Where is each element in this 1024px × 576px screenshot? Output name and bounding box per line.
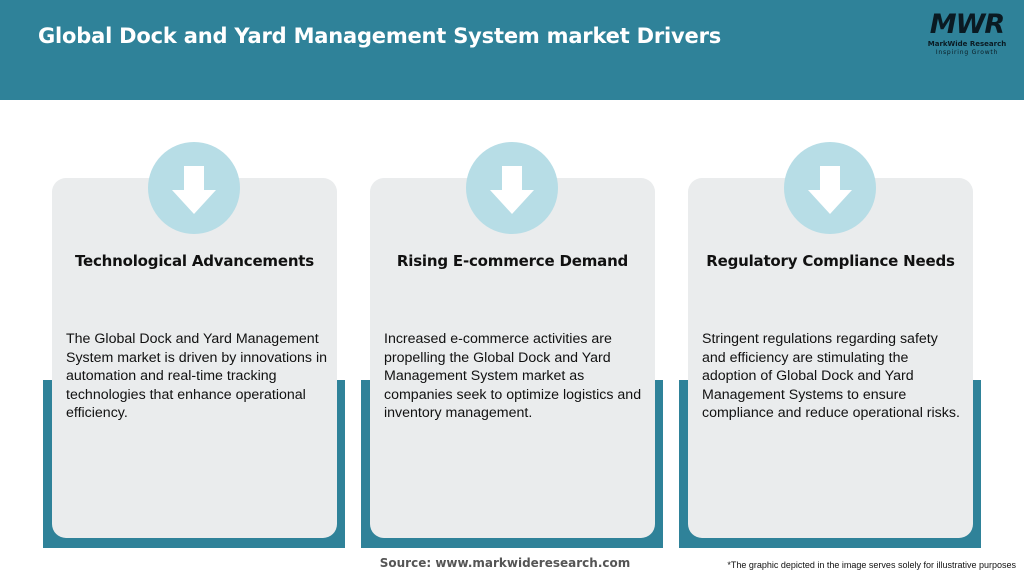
driver-card-1: Technological Advancements The Global Do…	[43, 142, 348, 548]
page-title: Global Dock and Yard Management System m…	[38, 24, 722, 48]
down-arrow-icon	[148, 142, 240, 234]
card-title: Rising E-commerce Demand	[396, 252, 629, 270]
logo-mark: MWR	[929, 9, 1005, 40]
card-description: Increased e-commerce activities are prop…	[384, 331, 642, 421]
header-banner: Global Dock and Yard Management System m…	[0, 0, 1024, 100]
source-credit: Source: www.markwideresearch.com	[379, 556, 631, 570]
logo-tagline: Inspiring Growth	[935, 49, 999, 56]
card-title: Regulatory Compliance Needs	[706, 252, 955, 270]
brand-logo: MWR MarkWide Research Inspiring Growth	[922, 10, 1012, 58]
card-panel: Technological Advancements The Global Do…	[52, 142, 337, 538]
card-description: The Global Dock and Yard Management Syst…	[66, 331, 328, 421]
down-arrow-icon	[466, 142, 558, 234]
card-panel: Rising E-commerce Demand Increased e-com…	[370, 142, 655, 538]
disclaimer-note: *The graphic depicted in the image serve…	[727, 560, 1016, 570]
logo-name: MarkWide Research	[927, 40, 1007, 48]
card-panel: Regulatory Compliance Needs Stringent re…	[688, 142, 973, 538]
card-description: Stringent regulations regarding safety a…	[702, 331, 960, 421]
driver-card-2: Rising E-commerce Demand Increased e-com…	[361, 142, 666, 548]
card-title: Technological Advancements	[74, 252, 315, 270]
driver-card-3: Regulatory Compliance Needs Stringent re…	[679, 142, 984, 548]
down-arrow-icon	[784, 142, 876, 234]
